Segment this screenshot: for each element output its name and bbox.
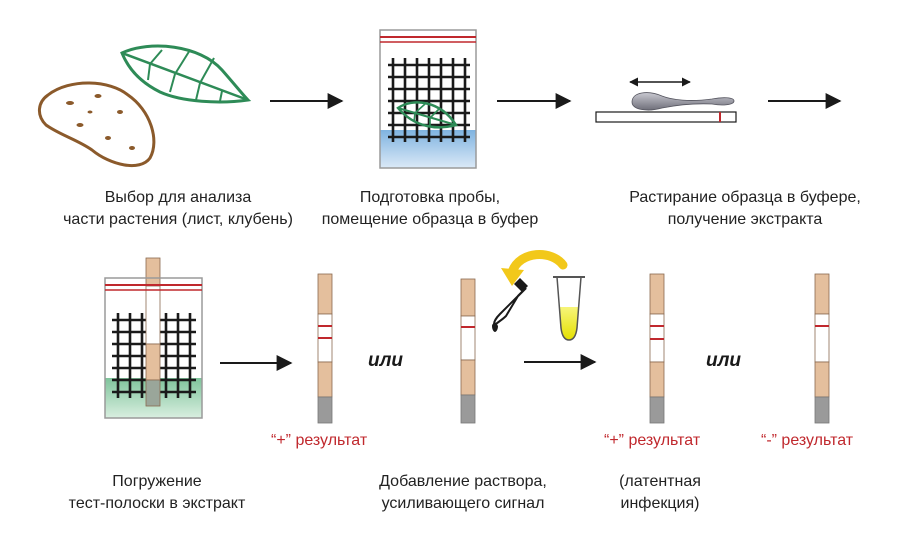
dropper-icon	[492, 278, 528, 332]
result-negative: “-” результат	[761, 432, 854, 449]
or-label-1: или	[368, 350, 404, 371]
test-strip-control-only	[460, 278, 476, 424]
caption-step5-line1: Добавление раствора,	[379, 473, 547, 490]
caption-latent-line1: (латентная	[619, 473, 701, 490]
caption-step4-line1: Погружение	[112, 473, 202, 490]
caption-step2-line1: Подготовка пробы,	[359, 189, 501, 206]
or-label-2: или	[706, 350, 742, 371]
caption-step5: Добавление раствора, усиливающего сигнал	[358, 471, 568, 515]
caption-latent-line2: инфекция)	[620, 495, 700, 512]
test-strip-positive-2	[649, 273, 665, 424]
caption-step2: Подготовка пробы, помещение образца в бу…	[290, 187, 570, 231]
caption-step1: Выбор для анализа части растения (лист, …	[28, 187, 328, 231]
caption-step3-line2: получение экстракта	[667, 211, 823, 228]
caption-step3-line1: Растирание образца в буфере,	[629, 189, 861, 206]
extract-bag-with-strip-icon	[104, 257, 203, 419]
result-positive-1: “+” результат	[271, 432, 368, 449]
caption-step1-line1: Выбор для анализа	[104, 189, 252, 206]
potato-icon	[38, 81, 156, 167]
leaf-icon	[120, 44, 252, 104]
transfer-arrow-icon	[501, 250, 568, 286]
sample-bag-icon	[379, 29, 477, 169]
caption-step1-line2: части растения (лист, клубень)	[63, 211, 293, 228]
test-strip-positive-1	[317, 273, 333, 424]
caption-latent: (латентная инфекция)	[600, 471, 720, 515]
reagent-tube-icon	[553, 276, 585, 341]
caption-step4: Погружение тест-полоски в экстракт	[42, 471, 272, 515]
result-positive-2: “+” результат	[604, 432, 701, 449]
test-strip-negative	[814, 273, 830, 424]
spoon-grinding-icon	[595, 77, 737, 123]
caption-step4-line2: тест-полоски в экстракт	[68, 495, 246, 512]
caption-step5-line2: усиливающего сигнал	[381, 495, 545, 512]
caption-step3: Растирание образца в буфере, получение э…	[600, 187, 890, 231]
caption-step2-line2: помещение образца в буфер	[321, 211, 539, 228]
